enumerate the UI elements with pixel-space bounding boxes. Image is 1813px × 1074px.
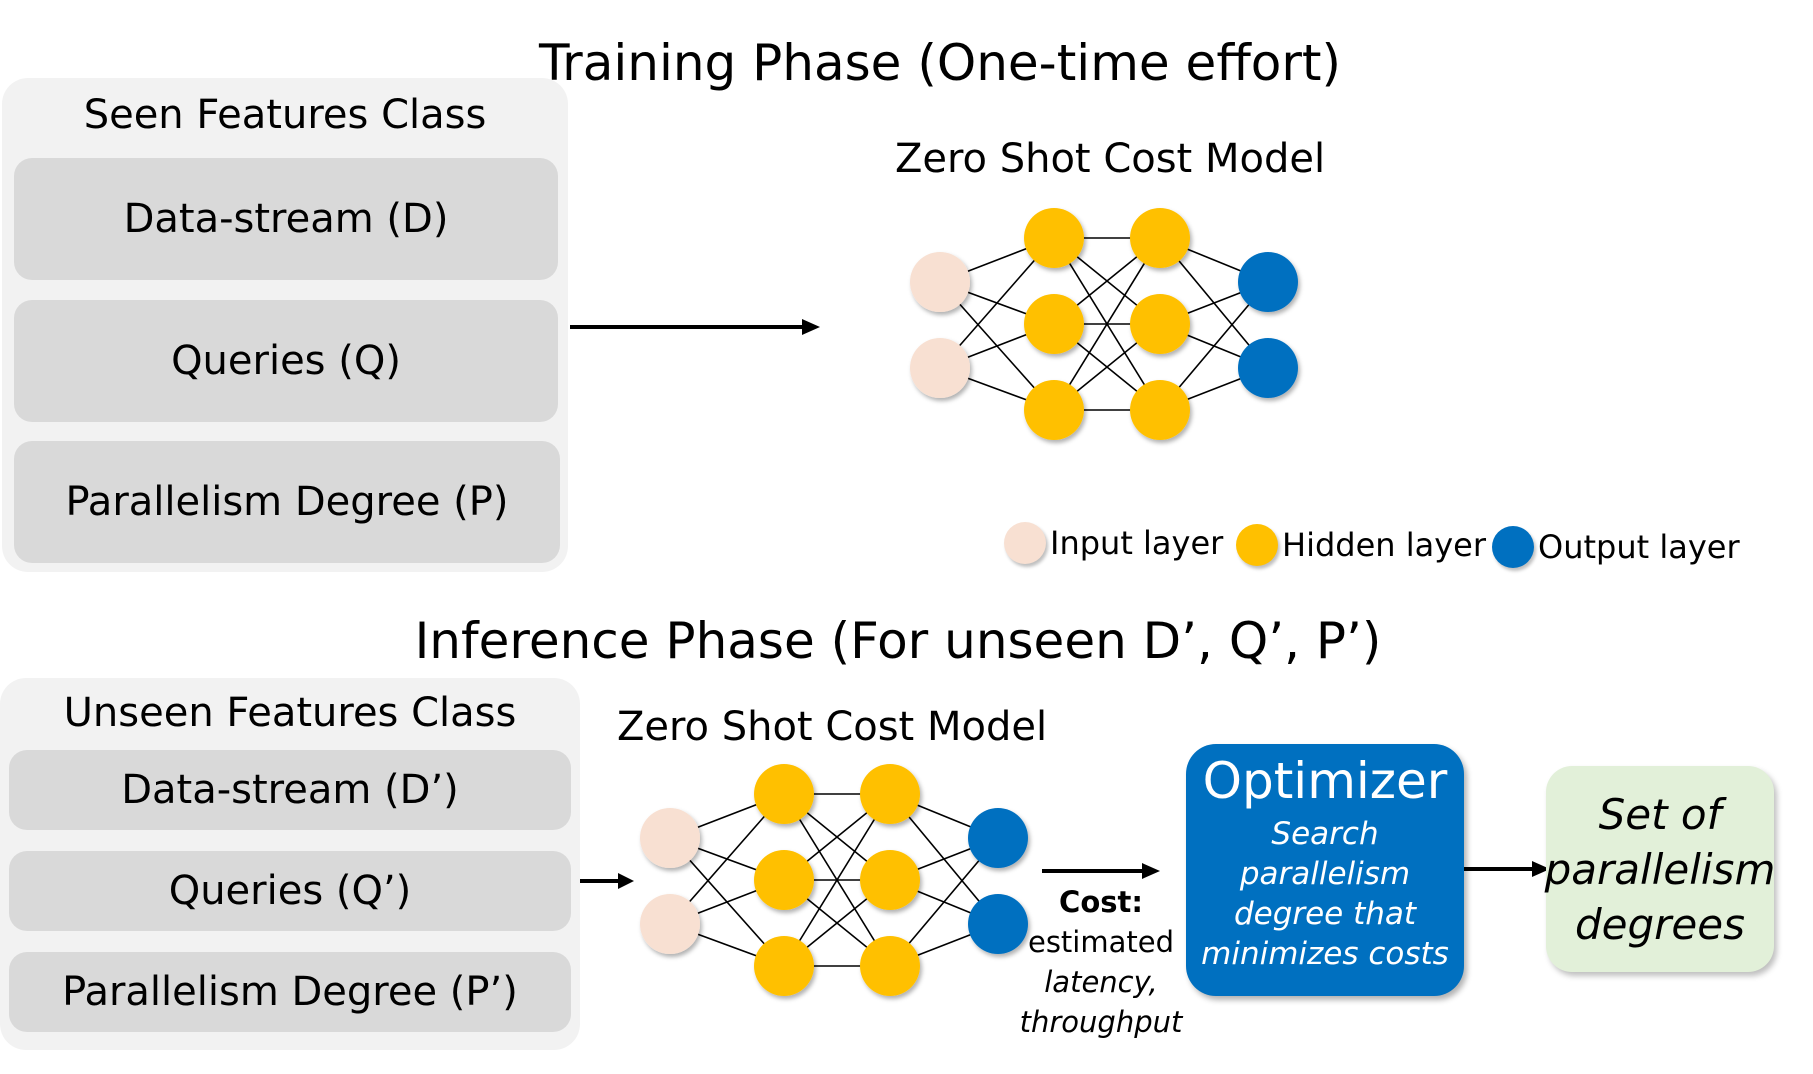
feature-queries: Queries (Q)	[14, 300, 558, 422]
hidden-node	[754, 936, 814, 996]
hidden-node-icon	[1236, 524, 1278, 566]
inference-input-arrow	[580, 873, 634, 889]
input-node	[640, 894, 700, 954]
output-node	[1238, 252, 1298, 312]
cost-line-estimated: estimated	[1027, 925, 1175, 959]
optimizer-desc-line: degree that	[1233, 896, 1417, 932]
legend-hidden-label: Hidden layer	[1282, 526, 1486, 564]
cost-annotation: Cost: estimated latency, throughput	[1016, 882, 1186, 1042]
training-neural-network	[910, 208, 1298, 440]
unseen-features-panel: Unseen Features Class Data-stream (D’) Q…	[0, 678, 580, 1050]
result-line: degrees	[1575, 899, 1745, 949]
input-node	[640, 808, 700, 868]
feature-queries-unseen: Queries (Q’)	[9, 851, 571, 931]
hidden-node	[754, 764, 814, 824]
optimizer-title: Optimizer	[1202, 752, 1448, 810]
network-edge	[783, 793, 891, 967]
hidden-node	[1024, 380, 1084, 440]
hidden-node	[1130, 294, 1190, 354]
inference-phase-title: Inference Phase (For unseen D’, Q’, P’)	[0, 612, 1796, 670]
hidden-node	[754, 850, 814, 910]
optimizer-desc-line: Search	[1271, 816, 1379, 852]
cost-line-latency: latency,	[1044, 965, 1158, 999]
feature-parallelism-degree: Parallelism Degree (P)	[14, 441, 560, 563]
training-phase-title-text: Training Phase (One-time effort)	[538, 34, 1342, 92]
output-node-icon	[1492, 526, 1534, 568]
optimizer-output-arrow	[1464, 861, 1550, 877]
hidden-node	[1130, 380, 1190, 440]
training-model-title: Zero Shot Cost Model	[894, 136, 1326, 182]
cost-label: Cost:	[1059, 885, 1143, 919]
legend-output-label: Output layer	[1538, 528, 1740, 566]
input-node-icon	[1004, 522, 1046, 564]
legend-hidden: Hidden layer	[1236, 524, 1486, 566]
legend-input-label: Input layer	[1050, 524, 1224, 562]
result-line: Set of	[1598, 789, 1722, 839]
result-line: parallelism	[1544, 844, 1776, 894]
cost-line-throughput: throughput	[1019, 1005, 1183, 1039]
feature-data-stream-unseen: Data-stream (D’)	[9, 750, 571, 830]
optimizer-description: Search parallelism degree that minimizes…	[1186, 814, 1464, 974]
feature-data-stream: Data-stream (D)	[14, 158, 558, 280]
parallelism-degrees-result: Set of parallelism degrees	[1544, 766, 1776, 972]
optimizer-box: Optimizer Search parallelism degree that…	[1186, 744, 1464, 996]
hidden-node	[1024, 208, 1084, 268]
inference-neural-network	[640, 764, 1028, 996]
training-arrow	[570, 319, 820, 335]
cost-arrow	[1042, 863, 1160, 879]
seen-features-title: Seen Features Class	[83, 92, 487, 138]
hidden-node	[1024, 294, 1084, 354]
inference-model-title: Zero Shot Cost Model	[616, 704, 1048, 750]
inference-phase-title-text: Inference Phase (For unseen D’, Q’, P’)	[414, 612, 1382, 670]
training-phase-title: Training Phase (One-time effort)	[0, 34, 1813, 92]
legend-output: Output layer	[1492, 526, 1740, 568]
hidden-node	[860, 850, 920, 910]
output-node	[968, 808, 1028, 868]
seen-features-panel: Seen Features Class Data-stream (D) Quer…	[2, 78, 568, 572]
optimizer-desc-line: minimizes costs	[1201, 936, 1449, 972]
feature-parallelism-degree-unseen: Parallelism Degree (P’)	[9, 952, 571, 1032]
output-node	[1238, 338, 1298, 398]
optimizer-desc-line: parallelism	[1239, 856, 1411, 892]
output-node	[968, 894, 1028, 954]
legend-input: Input layer	[1004, 522, 1223, 564]
hidden-node	[860, 936, 920, 996]
hidden-node	[1130, 208, 1190, 268]
input-node	[910, 338, 970, 398]
unseen-features-title: Unseen Features Class	[63, 690, 517, 736]
network-edge	[1053, 237, 1161, 411]
hidden-node	[860, 764, 920, 824]
input-node	[910, 252, 970, 312]
